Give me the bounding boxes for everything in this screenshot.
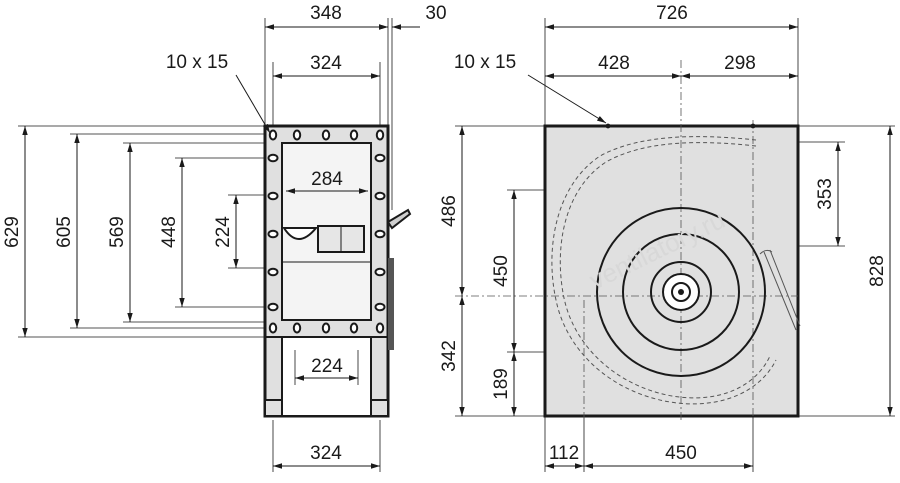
front-view: ventilatory.ru 726 428 298 10 x 15 486 3…: [439, 3, 895, 472]
side-dimension-lines: [22, 24, 420, 469]
front-outlet-tongue: [763, 249, 801, 331]
side-hole-label: 10 x 15: [166, 52, 228, 73]
front-scroll-casing: [551, 136, 777, 405]
side-height-605: 605: [54, 216, 75, 248]
front-extension-lines: [455, 18, 895, 472]
side-extension-lines: [18, 18, 393, 472]
side-height-448: 448: [159, 216, 180, 248]
front-dimension-lines: [459, 24, 893, 469]
side-height-569: 569: [107, 216, 128, 248]
side-motor: [282, 225, 365, 253]
side-bolt-holes: [267, 129, 386, 334]
side-height-629: 629: [2, 216, 23, 248]
front-impeller: [596, 207, 766, 377]
front-width-total: 726: [656, 3, 688, 24]
front-height-486: 486: [439, 195, 460, 227]
front-height-828: 828: [867, 255, 888, 287]
side-opening-width: 284: [311, 169, 343, 190]
side-flange-offset: 30: [425, 3, 446, 24]
front-bottom-112: 112: [549, 443, 579, 464]
front-hole-label: 10 x 15: [454, 52, 516, 73]
front-housing-outline: [543, 124, 800, 418]
front-height-353: 353: [815, 178, 836, 210]
side-bracket: [386, 208, 412, 230]
front-axis-to-right: 298: [724, 53, 756, 74]
front-bottom-450: 450: [665, 443, 697, 464]
front-top-holes: [605, 123, 756, 129]
front-height-450: 450: [491, 255, 512, 287]
side-width-top: 348: [310, 3, 342, 24]
side-view: 348 30 324 10 x 15 284 224 629 605 569 4…: [2, 3, 447, 472]
side-inner-width-top: 324: [310, 53, 342, 74]
side-motor-height: 224: [213, 216, 234, 248]
side-base-width: 324: [310, 443, 342, 464]
front-height-189: 189: [491, 368, 512, 400]
front-left-to-axis: 428: [598, 53, 630, 74]
side-base-inner: 224: [311, 356, 343, 377]
front-housing: [545, 126, 798, 416]
front-height-342: 342: [439, 340, 460, 372]
